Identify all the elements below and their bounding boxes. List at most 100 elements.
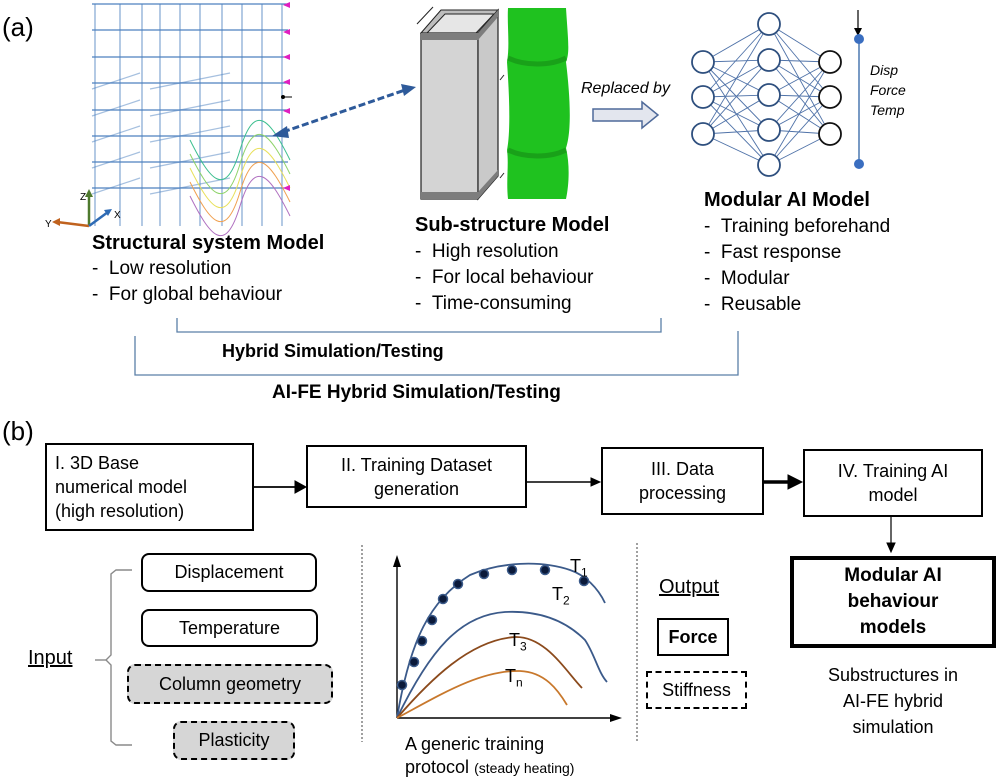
nn-connection	[702, 23, 770, 135]
axes-triad	[52, 189, 112, 228]
z-axis-label: Z	[80, 192, 86, 203]
protocol-data-point	[426, 614, 438, 626]
protocol-caption-word: protocol	[405, 757, 470, 777]
step-1-line: numerical model	[55, 477, 188, 497]
mesh-brace	[149, 72, 231, 90]
substructure-bullet: High resolution	[415, 239, 593, 265]
protocol-data-point	[416, 635, 428, 647]
protocol-x-arrow	[610, 714, 622, 722]
load-marker	[283, 185, 290, 191]
result-caption-line: Substructures in	[827, 665, 959, 685]
protocol-caption: A generic training protocol (steady heat…	[405, 733, 574, 780]
ai-model-title: Modular AI Model	[704, 189, 870, 211]
neural-network-figure	[691, 12, 842, 177]
mesh-brace	[149, 125, 231, 143]
nn-hidden-node	[757, 12, 781, 36]
step-1-line: I. 3D Base	[55, 453, 140, 473]
deformed-member	[189, 147, 291, 209]
mesh-brace	[91, 151, 141, 169]
step-2-box: II. Training Dataset generation	[306, 445, 527, 508]
protocol-data-point	[578, 575, 590, 587]
ai-model-bullets: Training beforehand Fast response Modula…	[704, 214, 890, 318]
nn-hidden-node	[757, 153, 781, 177]
step-1-box: I. 3D Base numerical model (high resolut…	[45, 443, 254, 531]
input-brace	[95, 569, 132, 746]
protocol-data-point	[539, 564, 551, 576]
step-2-line: generation	[373, 478, 460, 499]
x-axis-label: X	[114, 210, 121, 221]
step-1-line: (high resolution)	[55, 501, 185, 521]
protocol-curve-t3	[396, 636, 583, 719]
panel-a-label: (a)	[2, 12, 34, 42]
structural-bullet: Low resolution	[92, 256, 282, 282]
mesh-grid	[91, 3, 288, 226]
protocol-curve-t2	[396, 610, 608, 719]
nn-output-node	[818, 50, 842, 74]
mesh-brace	[91, 125, 141, 143]
result-box: Modular AI behaviour models	[790, 556, 996, 648]
protocol-curve-t1	[396, 562, 606, 719]
nn-hidden-node	[757, 83, 781, 107]
arrow-head-right	[401, 84, 416, 96]
nn-connection	[768, 23, 831, 63]
curve-label-t1: T1	[570, 556, 588, 580]
nn-connection	[768, 61, 831, 166]
result-line: behaviour	[847, 591, 939, 612]
deformed-member	[189, 175, 291, 237]
protocol-caption-line1: A generic training	[405, 734, 545, 754]
nn-output-node	[818, 85, 842, 109]
nn-input-node	[691, 85, 715, 109]
ai-bullet: Reusable	[704, 292, 890, 318]
curve-label-t3: T3	[509, 630, 527, 654]
hybrid-bracket-outer	[134, 331, 739, 376]
protocol-data-point	[452, 578, 464, 590]
signal-input-arrow	[854, 28, 862, 36]
mesh-brace	[91, 99, 141, 117]
gray-column-figure	[416, 6, 505, 201]
load-marker	[283, 2, 290, 8]
step-3-box: III. Data processing	[601, 447, 764, 515]
signal-labels: Disp Force Temp	[870, 60, 906, 120]
structural-model-bullets: Low resolution For global behaviour	[92, 256, 282, 308]
structural-bullet: For global behaviour	[92, 282, 282, 308]
mesh-brace	[91, 72, 141, 90]
training-protocol-chart	[393, 555, 622, 722]
signal-temp: Temp	[870, 102, 905, 118]
protocol-data-point	[437, 593, 449, 605]
protocol-curve-tn	[396, 670, 568, 719]
load-marker	[283, 108, 290, 114]
protocol-y-arrow	[393, 555, 401, 567]
output-stiffness: Stiffness	[646, 671, 747, 709]
ai-bullet: Modular	[704, 266, 890, 292]
y-axis	[56, 220, 90, 228]
step-4-box: IV. Training AI model	[803, 449, 983, 517]
nn-connection	[768, 23, 831, 98]
substructure-model-bullets: High resolution For local behaviour Time…	[415, 239, 594, 317]
signal-disp: Disp	[870, 62, 899, 78]
load-marker	[283, 29, 290, 35]
signal-node-bottom	[854, 159, 864, 169]
nn-connection	[768, 94, 831, 135]
protocol-data-point	[408, 656, 420, 668]
deformed-member	[189, 133, 291, 195]
nn-hidden-node	[757, 118, 781, 142]
result-line: Modular AI	[844, 565, 942, 586]
structural-model-title: Structural system Model	[92, 232, 325, 254]
nn-connection	[702, 59, 770, 135]
mesh-brace	[91, 177, 141, 195]
hybrid-simulation-label: Hybrid Simulation/Testing	[222, 341, 444, 361]
link-double-arrow	[272, 84, 416, 138]
ai-fe-hybrid-label: AI-FE Hybrid Simulation/Testing	[272, 382, 561, 403]
hybrid-bracket-inner	[176, 318, 662, 333]
replaced-by-label: Replaced by	[581, 80, 670, 97]
protocol-data-point	[478, 568, 490, 580]
signal-line-figure	[854, 10, 864, 169]
input-plasticity: Plasticity	[173, 721, 295, 760]
nn-connection	[768, 59, 831, 135]
arrow-step3-step4	[787, 474, 804, 490]
result-caption-line: AI-FE hybrid	[842, 691, 944, 711]
input-label: Input	[28, 647, 73, 669]
nn-connection	[702, 23, 770, 98]
nn-connection	[702, 133, 770, 166]
